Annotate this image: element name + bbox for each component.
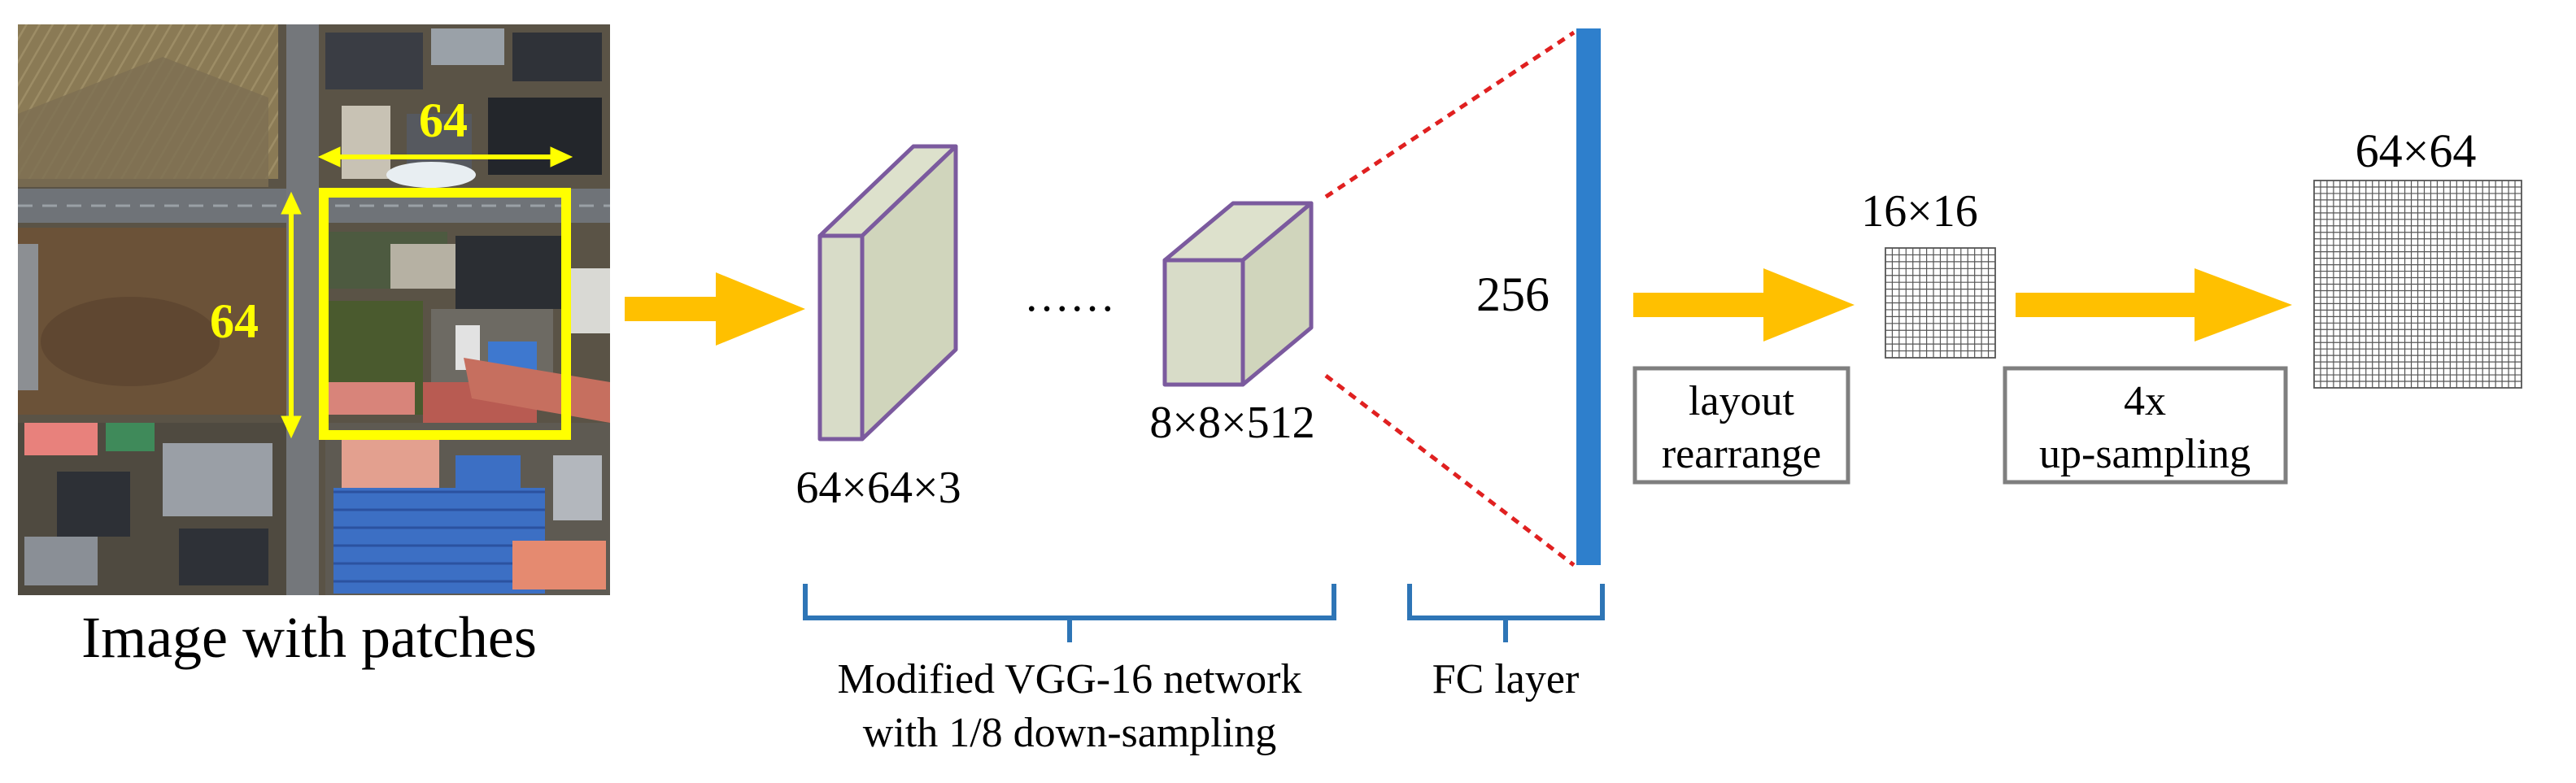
layout-label-line2: rearrange — [1662, 431, 1821, 477]
large-grid-dims-label: 64×64 — [2356, 124, 2477, 177]
layout-rearrange-box — [1632, 366, 1850, 485]
vgg-caption-line1: Modified VGG-16 network — [838, 656, 1302, 703]
input-dims-label: 64×64×3 — [795, 463, 961, 513]
layout-label-line1: layout — [1689, 378, 1795, 424]
upsampling-label-line2: up-sampling — [2039, 431, 2251, 477]
ellipsis: …… — [1024, 271, 1115, 321]
patch-box — [319, 188, 571, 440]
fc-bracket — [1407, 584, 1605, 642]
vgg-bracket — [803, 584, 1336, 642]
right-arrow-icon — [2016, 268, 2292, 341]
upsampling-label-line1: 4x — [2124, 378, 2166, 424]
patch-height-arrow — [281, 191, 302, 439]
feature-tensor-block — [1162, 201, 1314, 387]
input-tensor-block — [817, 144, 958, 442]
upsampling-box — [2003, 366, 2288, 485]
patch-width-label: 64 — [419, 94, 468, 147]
aerial-image — [18, 24, 610, 595]
right-arrow-icon — [1633, 268, 1855, 341]
large-output-grid — [2313, 180, 2522, 389]
small-grid-dims-label: 16×16 — [1861, 186, 1978, 237]
projection-lines — [1324, 30, 1576, 567]
patch-width-arrow — [317, 146, 573, 167]
right-arrow-icon — [625, 272, 805, 346]
fc-size-label: 256 — [1476, 268, 1550, 321]
small-output-grid — [1885, 247, 1996, 359]
fc-layer-bar — [1576, 28, 1601, 565]
fc-caption: FC layer — [1432, 656, 1580, 703]
vgg-caption-line2: with 1/8 down-sampling — [863, 710, 1276, 756]
image-caption: Image with patches — [81, 605, 537, 670]
feature-dims-label: 8×8×512 — [1149, 398, 1314, 448]
patch-height-label: 64 — [210, 294, 259, 348]
